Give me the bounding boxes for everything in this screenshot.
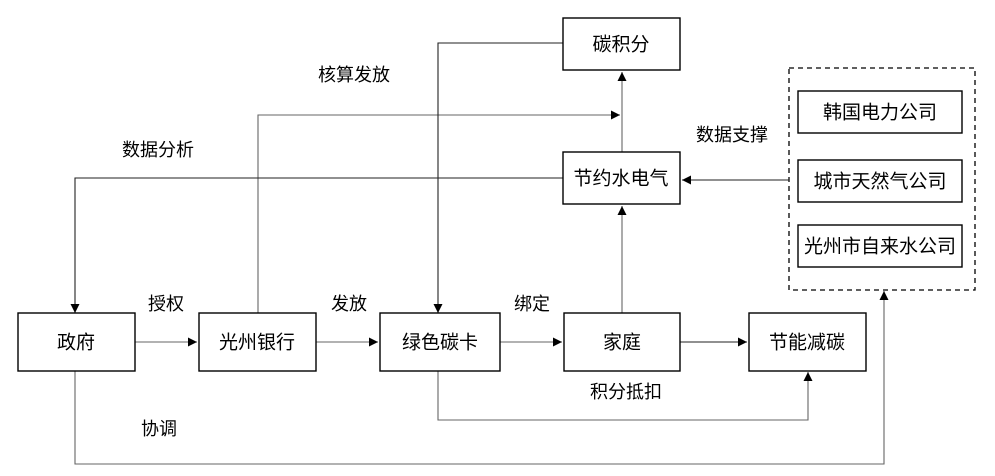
label-coordinate: 协调 [141,419,177,440]
node-green-card: 绿色碳卡 [379,312,501,372]
label-bind: 绑定 [514,294,550,315]
node-energy-saving: 节能减碳 [748,312,867,372]
label-issue: 发放 [331,294,367,315]
label-authorize: 授权 [148,294,184,315]
node-korea-power: 韩国电力公司 [797,90,963,134]
node-gwangju-water: 光州市自来水公司 [797,224,963,268]
edge-green-card-to-energy-saving [437,371,813,421]
node-city-gas: 城市天然气公司 [797,159,963,203]
label-verify-issue: 核算发放 [318,65,390,86]
node-carbon-points-label: 碳积分 [592,34,649,56]
node-government: 政府 [17,312,136,372]
edge-carbon-points-to-green-card [433,42,563,313]
node-bank-label: 光州银行 [219,332,295,354]
node-household: 家庭 [563,312,681,372]
node-save-utilities: 节约水电气 [562,151,681,205]
node-korea-power-label: 韩国电力公司 [823,102,937,124]
utility-companies-group [788,67,976,291]
edge-bank-verify-issue [257,110,620,313]
node-bank: 光州银行 [198,312,317,372]
edge-save-utilities-to-government [70,177,563,313]
edge-government-to-companies [74,291,889,465]
label-points-deduct: 积分抵扣 [590,382,662,403]
node-carbon-points: 碳积分 [562,17,681,71]
node-green-card-label: 绿色碳卡 [402,332,478,354]
label-data-support: 数据支撑 [696,125,768,146]
node-city-gas-label: 城市天然气公司 [813,171,946,193]
node-household-label: 家庭 [603,332,641,354]
node-save-utilities-label: 节约水电气 [573,168,668,190]
node-energy-saving-label: 节能减碳 [769,332,845,354]
label-data-analysis: 数据分析 [122,140,194,161]
node-government-label: 政府 [57,332,95,354]
node-gwangju-water-label: 光州市自来水公司 [804,236,956,258]
